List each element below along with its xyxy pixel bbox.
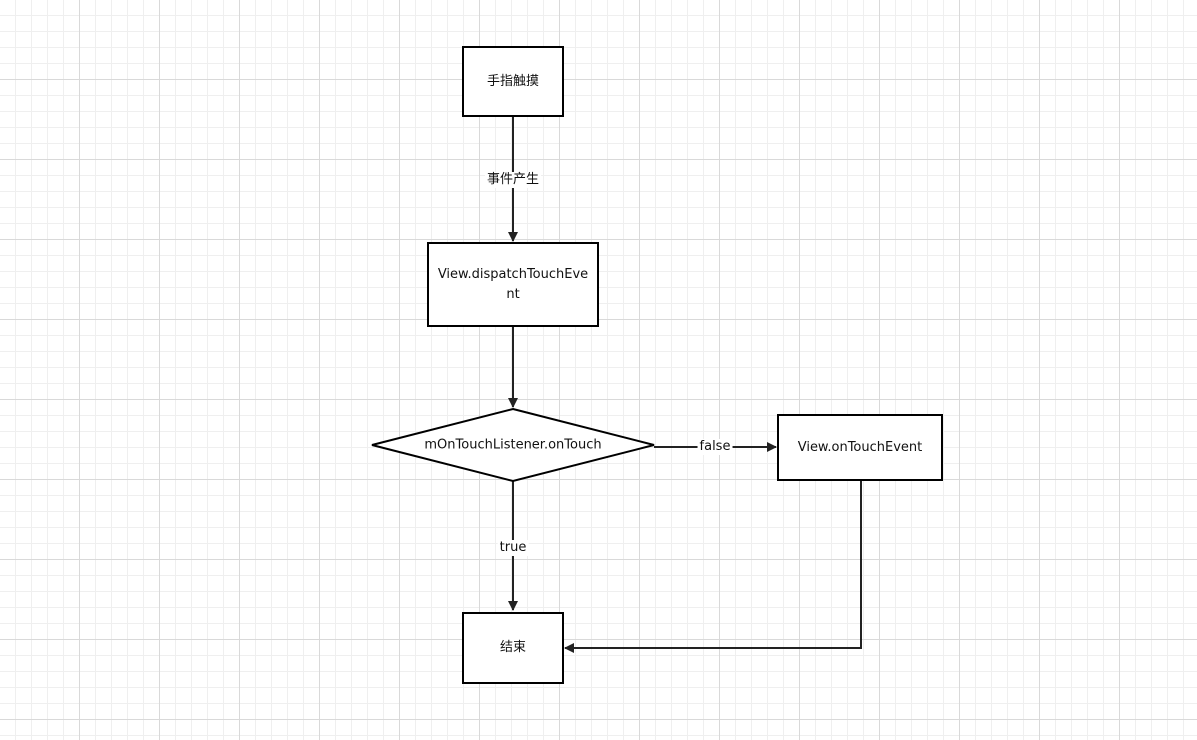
node-end-label: 结束 — [499, 640, 526, 655]
decision-diamond — [371, 407, 655, 483]
node-end: 结束 — [462, 612, 564, 684]
node-dispatch-label: View.dispatchTouchEvent — [437, 266, 589, 302]
node-on-touch-event-label: View.onTouchEvent — [797, 439, 923, 455]
edge-label-true: true — [497, 540, 529, 556]
edge-label-false: false — [697, 439, 733, 455]
node-dispatch-touch-event: View.dispatchTouchEvent — [427, 242, 599, 327]
node-decision-label: mOnTouchListener.onTouch — [424, 437, 602, 453]
node-on-touch-event: View.onTouchEvent — [777, 414, 943, 481]
node-start-label: 手指触摸 — [486, 73, 539, 89]
edge-label-event-generated: 事件产生 — [484, 172, 542, 188]
edge-ontouchevent-to-end — [564, 480, 862, 653]
node-start: 手指触摸 — [462, 46, 564, 117]
